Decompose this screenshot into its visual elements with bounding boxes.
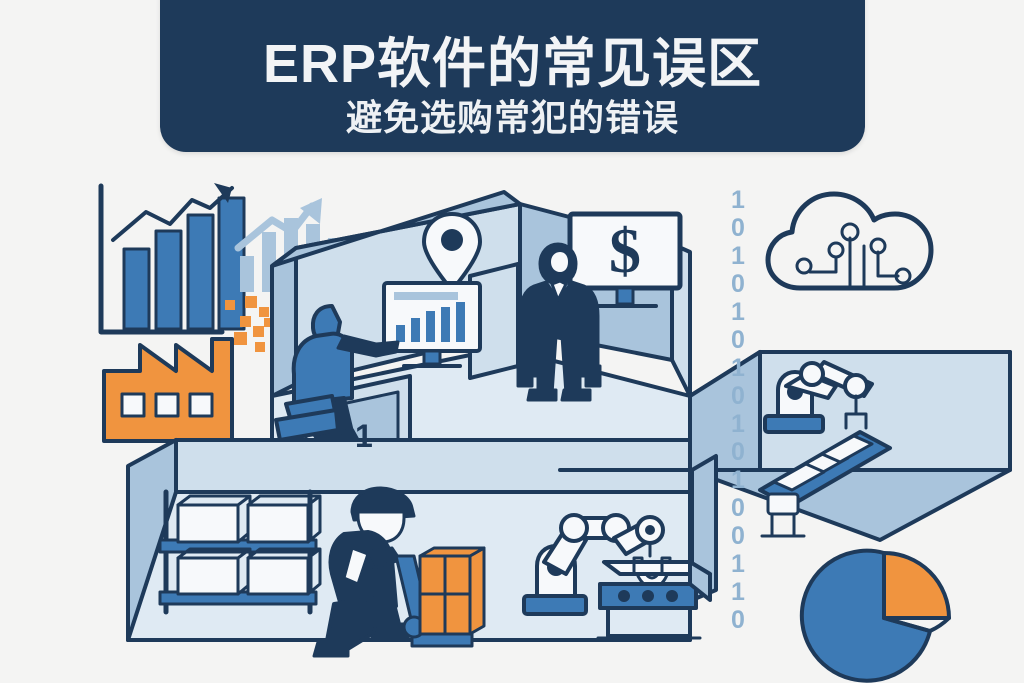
screen-bar-4 <box>441 307 450 342</box>
upper-conv-legs <box>760 512 806 538</box>
box-3 <box>176 556 240 596</box>
box-2 <box>246 503 310 544</box>
screen-bar-3 <box>426 311 435 342</box>
robot-arm-lower <box>522 513 672 616</box>
trend-arrow-head <box>214 183 232 203</box>
pie-slice-orange <box>882 551 951 620</box>
screen-bar-2 <box>411 318 420 342</box>
worker-arm <box>336 334 400 358</box>
hand-truck-worker <box>312 486 486 658</box>
upper-arm-joint-1 <box>799 361 825 387</box>
factory-window-1 <box>120 392 146 418</box>
orange-box-top <box>418 546 486 558</box>
circuit-node-1 <box>827 241 845 259</box>
smoke-pixels <box>225 296 273 352</box>
box-4-top <box>246 547 322 596</box>
lower-robot-cell <box>558 454 718 602</box>
upper-arm-base <box>763 414 825 434</box>
monitor-header-bar <box>394 292 458 300</box>
lower-arm-joint-3-dot <box>645 525 655 535</box>
pie-slice-empty <box>882 616 951 633</box>
bar-1 <box>122 247 151 331</box>
bar-2 <box>154 229 183 331</box>
monitor-neck <box>422 349 442 366</box>
robot-arm-upper <box>763 360 874 434</box>
page-subtitle: 避免选购常犯的错误 <box>345 97 679 139</box>
warehouse-shelving <box>158 489 322 615</box>
desk-monitor-chart <box>382 281 482 368</box>
factory-window-2 <box>154 392 180 418</box>
belt-roller-3 <box>666 590 678 602</box>
factory-window-3 <box>188 392 214 418</box>
ghost-bar-1 <box>240 256 254 292</box>
upper-conv-roller <box>766 492 800 516</box>
dollar-monitor-neck <box>615 286 635 306</box>
box-1 <box>176 503 240 544</box>
upper-conv-box-2 <box>820 434 874 464</box>
dollar-symbol: $ <box>609 215 641 286</box>
conveyor-lower <box>596 560 712 640</box>
conveyor-upper <box>758 430 892 538</box>
circuit-line-4 <box>876 250 900 278</box>
manager-tie <box>550 279 568 302</box>
circuit-node-4 <box>795 257 813 275</box>
manager-face <box>551 252 568 272</box>
upper-conv-box-3 <box>772 462 826 492</box>
manager-hand-r <box>584 364 602 388</box>
page-title: ERP软件的常见误区 <box>262 33 763 94</box>
worker-torso <box>291 331 354 406</box>
screen-bar-1 <box>396 325 405 342</box>
upper-arm-joint-2 <box>843 373 869 399</box>
cloud-outline <box>765 191 934 291</box>
worker2-shoe-r <box>370 622 410 640</box>
box-2-top <box>246 494 322 544</box>
chart-axes <box>98 183 225 335</box>
floor-number: 1 <box>355 418 373 454</box>
title-banner: ERP软件的常见误区 避免选购常犯的错误 <box>160 0 865 152</box>
circuit-node-2 <box>840 222 860 242</box>
pin-dot <box>441 229 463 251</box>
belt-roller-2 <box>642 590 654 602</box>
pie-slice-blue <box>799 548 932 683</box>
bar-chart-growth <box>98 183 246 335</box>
lower-belt-box-seams <box>632 560 664 576</box>
circuit-line-3 <box>808 256 838 274</box>
standing-manager <box>516 242 602 402</box>
ghost-trend-line <box>234 202 316 252</box>
cloud-circuit-icon <box>765 191 934 291</box>
ghost-arrow-head <box>300 198 322 224</box>
box-4 <box>246 556 310 596</box>
factory-icon <box>102 337 234 443</box>
lower-arm-base <box>522 594 588 616</box>
cell-rail-side <box>690 454 718 602</box>
orange-box-lines <box>418 554 472 636</box>
manager-shoe-r <box>560 388 592 402</box>
trend-line <box>111 186 234 242</box>
lower-belt-stand <box>606 606 692 638</box>
worker2-shoe-l <box>312 640 350 658</box>
upper-arm-gripper <box>844 394 868 430</box>
binary-stream: 1010101010100110 <box>724 186 752 634</box>
manager-hand-l <box>516 364 534 388</box>
worker2-arm-sleeve <box>342 546 370 586</box>
bar-3 <box>186 213 215 331</box>
lower-arm-joint-1 <box>559 513 589 543</box>
orange-box-side <box>468 546 486 636</box>
lower-belt-side <box>688 560 712 602</box>
circuit-node-3 <box>869 237 887 255</box>
circuit-node-5 <box>894 267 912 285</box>
manager-shoe-l <box>526 388 558 402</box>
screen-bar-5 <box>456 302 465 342</box>
belt-roller-1 <box>618 590 630 602</box>
chair-seat <box>274 408 340 442</box>
pie-chart <box>799 548 951 683</box>
